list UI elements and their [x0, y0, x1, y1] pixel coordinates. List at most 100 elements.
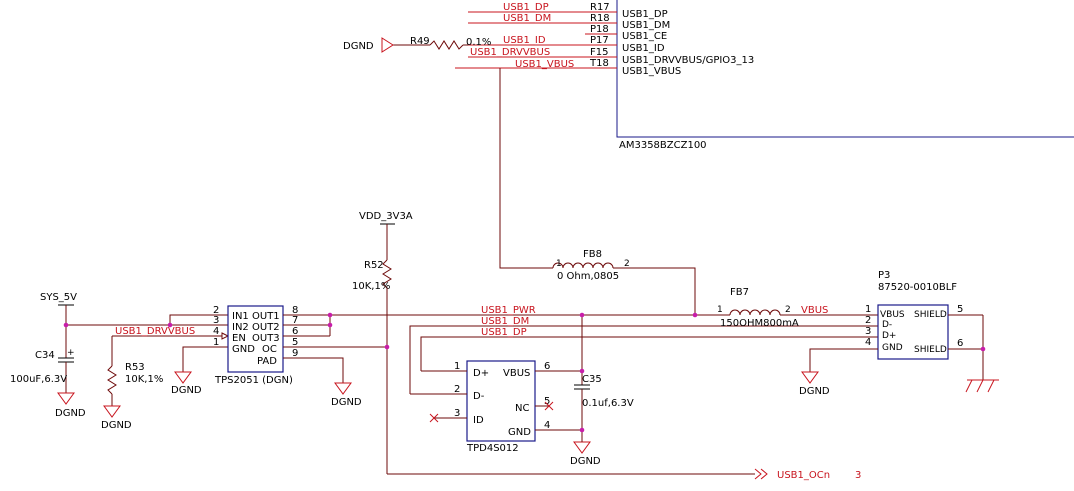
power-vdd-3v3a: VDD_3V3A [359, 211, 413, 260]
ferrite-fb8: FB8 1 2 0 Ohm,0805 [552, 249, 696, 315]
tpd-pin-number: 5 [544, 396, 550, 407]
fb7-ref: FB7 [730, 287, 749, 298]
resistor-r49: R49 0.1% [393, 36, 491, 50]
ic-tps2051: TPS2051 (DGN) 2 3 4 1 IN1 IN2 EN GND OUT… [213, 305, 387, 386]
tps-pin-number: 5 [292, 337, 298, 348]
ground-symbol-tps-pad: DGND [331, 382, 362, 408]
drvvbus-label: USB1_DRVVBUS [115, 326, 195, 337]
tpd-pin-name: GND [508, 427, 531, 438]
tps-pin-name: OUT3 [252, 333, 280, 344]
usb1-dm-label: USB1_DM [481, 316, 529, 327]
p3-ref: P3 [878, 270, 890, 281]
tpd-pin-number: 2 [454, 384, 460, 395]
soc-ball-number: R18 [590, 13, 610, 24]
ferrite-fb7: FB7 1 2 150OHM800mA VBUS [695, 287, 878, 329]
ground-symbol-r49: DGND [343, 37, 394, 53]
net-usb1-pwr: USB1_PWR [330, 305, 695, 316]
p3-pin-number: 1 [865, 304, 871, 315]
soc-ball-number: F15 [590, 47, 608, 58]
fb7-pin2: 2 [785, 305, 791, 315]
r52-value: 10K,1% [352, 281, 390, 292]
p3-pin-name: D- [882, 320, 892, 330]
power-sys-5v: SYS_5V [40, 292, 77, 325]
tps-pin-number: 7 [292, 315, 298, 326]
soc-ball-number: P17 [590, 35, 609, 46]
net-usb1-dm: USB1_DM [409, 316, 878, 394]
r49-ref: R49 [410, 36, 430, 47]
soc-pin-name: USB1_DM [622, 20, 670, 31]
soc-net-label: USB1_DRVVBUS [470, 47, 550, 58]
ground-label: DGND [331, 397, 362, 408]
tpd-pin-name: NC [515, 403, 529, 414]
vdd-label: VDD_3V3A [359, 211, 413, 222]
ground-symbol-tps: DGND [171, 371, 202, 396]
p3-pin-name: SHIELD [914, 310, 947, 320]
soc-pin-name: USB1_DRVVBUS/GPIO3_13 [622, 55, 754, 66]
ground-label: DGND [101, 420, 132, 431]
p3-part: 87520-0010BLF [878, 282, 957, 293]
fb8-value: 0 Ohm,0805 [557, 271, 619, 282]
ground-label: DGND [171, 385, 202, 396]
soc-ball-number: R17 [590, 2, 610, 13]
tps-pin-name: IN2 [232, 322, 249, 333]
connector-p3: P3 87520-0010BLF 1 2 3 4 VBUS D- D+ GND … [865, 270, 984, 380]
ground-label: DGND [570, 456, 601, 467]
p3-pin-number: 3 [865, 326, 871, 337]
tps-pin-number: 4 [213, 326, 219, 337]
r52-ref: R52 [364, 260, 384, 271]
soc-pin-name: USB1_CE [622, 31, 667, 42]
ground-symbol-c34: DGND [55, 392, 86, 419]
c35-value: 0.1uf,6.3V [582, 398, 634, 409]
fb7-pin1: 1 [717, 305, 723, 315]
soc-pin-name: USB1_VBUS [622, 66, 681, 77]
soc-net-label: USB1_DP [503, 2, 549, 13]
ground-symbol-r53: DGND [101, 405, 132, 431]
c35-ref: C35 [582, 374, 602, 385]
c34-polarity: + [67, 348, 75, 358]
no-connect-id [429, 413, 439, 423]
vbus-label: VBUS [801, 305, 828, 316]
soc-net-label: USB1_DM [503, 13, 551, 24]
soc-am3358: AM3358BZCZ100 USB1_DP USB1_DM USB1_ID US… [455, 0, 1074, 151]
capacitor-c35: C35 0.1uf,6.3V [574, 371, 634, 430]
ground-label: DGND [343, 41, 374, 52]
soc-ball-number: T18 [589, 58, 609, 69]
ground-label: DGND [55, 408, 86, 419]
sys5v-label: SYS_5V [40, 292, 77, 303]
tpd-pin-number: 3 [454, 408, 460, 419]
tps-pin-name: PAD [257, 356, 277, 367]
tps-pin-number: 1 [213, 337, 219, 348]
tps-pin-name: OUT2 [252, 322, 280, 333]
p3-pin-name: GND [882, 343, 903, 353]
tpd-pin-name: VBUS [503, 368, 530, 379]
fb8-ref: FB8 [583, 249, 602, 260]
usb1-pwr-label: USB1_PWR [481, 305, 536, 316]
ic-tpd4s012: TPD4S012 1 2 3 D+ D- ID 6 5 4 VBUS NC GN… [410, 360, 582, 454]
tpd-pin-name: D+ [473, 368, 489, 379]
tps-pin-number: 6 [292, 326, 298, 337]
tpd-pin-number: 1 [454, 361, 460, 372]
tps-pin-name: IN1 [232, 311, 249, 322]
tps-pin-number: 3 [213, 315, 219, 326]
ocn-page: 3 [855, 470, 861, 481]
tps-pin-name: EN [232, 333, 246, 344]
chassis-ground-symbol [965, 379, 999, 393]
ground-label: DGND [799, 386, 830, 397]
ocn-label: USB1_OCn [777, 470, 830, 481]
p3-pin-name: VBUS [880, 310, 905, 320]
c34-ref: C34 [35, 350, 55, 361]
tps-pin-name: GND [232, 344, 255, 355]
tps-pin-number: 2 [213, 305, 219, 316]
soc-net-label: USB1_ID [503, 35, 546, 46]
ground-symbol-tpd: DGND [570, 430, 601, 467]
p3-pin-name: D+ [882, 331, 896, 341]
tps-pin-number: 9 [292, 348, 298, 359]
soc-net-label: USB1_VBUS [515, 59, 574, 70]
tpd-pin-number: 6 [544, 361, 550, 372]
no-connect-nc [544, 401, 554, 411]
resistor-r52: R52 10K,1% [352, 259, 392, 292]
junction-dots [63, 312, 986, 433]
p3-pin-number: 4 [865, 337, 871, 348]
tpd-part-label: TPD4S012 [466, 443, 519, 454]
net-usb1-dp: USB1_DP [420, 327, 878, 371]
